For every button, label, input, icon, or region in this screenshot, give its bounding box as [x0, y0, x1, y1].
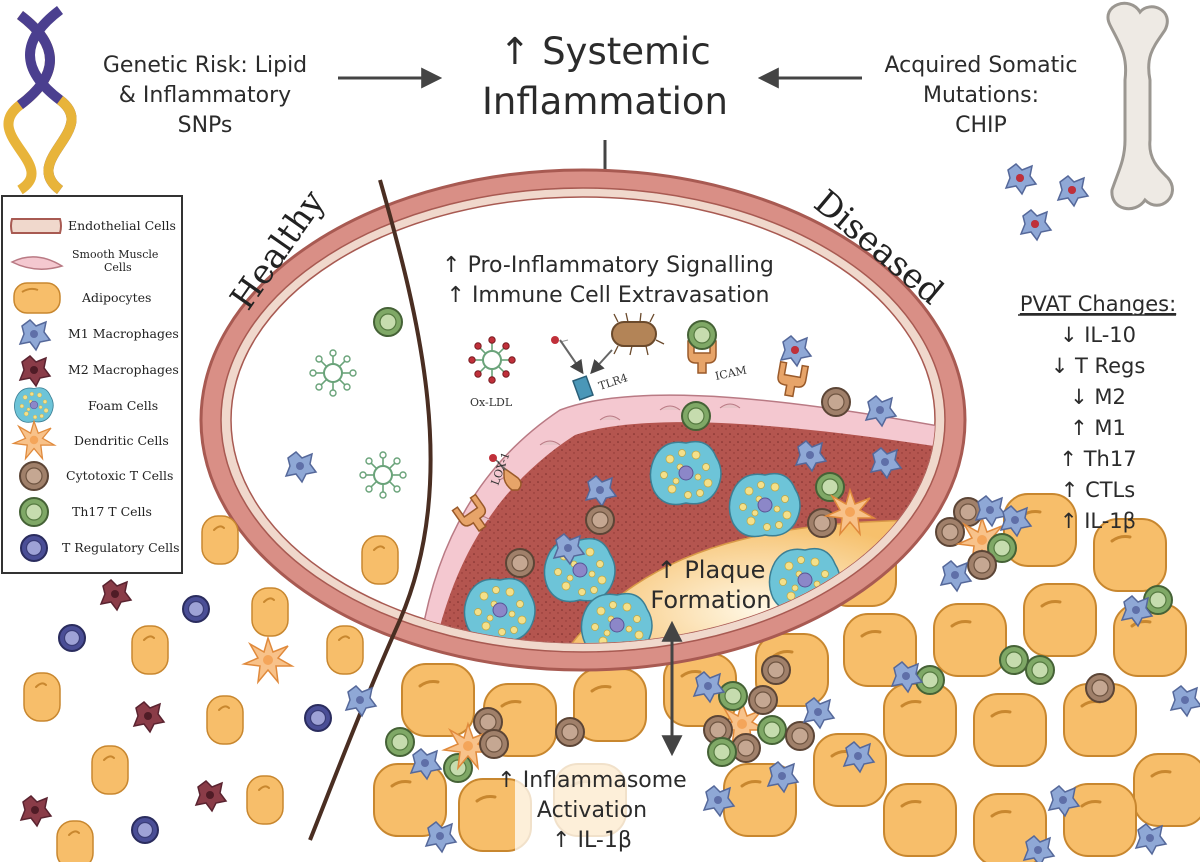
legend-item-label: T Regulatory Cells [62, 540, 180, 555]
bacterium-icon [611, 312, 665, 356]
pvat-item: ↑ CTLs [1061, 478, 1135, 502]
tlr4-receptor [572, 375, 594, 401]
pvat-item: ↑ Th17 [1059, 447, 1136, 471]
endothelial-cell-icon [10, 218, 62, 234]
pvat-title: PVAT Changes: [1020, 292, 1176, 316]
legend-item-label: M2 Macrophages [68, 362, 179, 377]
legend-item-label: M1 Macrophages [68, 326, 179, 341]
inflammasome-line1: ↑ Inflammasome [497, 768, 686, 793]
title-line1: ↑ Systemic [499, 30, 710, 73]
diseased-lumen-contents [451, 312, 851, 538]
dna-helix-icon [3, 6, 77, 195]
pvat-item: ↓ M2 [1070, 385, 1126, 409]
legend-item-label: Cytotoxic T Cells [66, 468, 173, 483]
somatic-line1: Acquired Somatic [884, 53, 1077, 78]
legend-item-label: Th17 T Cells [72, 504, 152, 519]
pvat-item: ↑ M1 [1070, 416, 1126, 440]
plaque-line1: ↑ Plaque [657, 556, 766, 584]
signalling-line2: ↑ Immune Cell Extravasation [447, 283, 770, 308]
legend-item-label: Adipocytes [81, 290, 151, 305]
legend-item-label: Dendritic Cells [74, 433, 169, 448]
legend-item-label: Foam Cells [88, 398, 158, 413]
somatic-line2: Mutations: [923, 83, 1039, 108]
foam-cell-icon [14, 387, 54, 423]
genetic-risk-line1: Genetic Risk: Lipid [103, 53, 307, 78]
genetic-risk-line2: & Inflammatory [119, 83, 291, 108]
somatic-line3: CHIP [955, 113, 1007, 138]
cytotoxic-t-cell-icon [19, 461, 49, 491]
bone-icon [1106, 1, 1174, 211]
pvat-item: ↓ T Regs [1051, 354, 1146, 378]
inflammasome-line2: Activation [537, 798, 647, 823]
pvat-item: ↑ IL-1β [1060, 509, 1136, 533]
pvat-item: ↓ IL-10 [1060, 323, 1136, 347]
legend-item-label: Endothelial Cells [68, 218, 176, 233]
th17-t-cell-icon [19, 497, 49, 527]
lox1-receptor [489, 454, 522, 491]
genetic-risk-line3: SNPs [178, 113, 233, 138]
legend-item-label: Smooth Muscle [72, 248, 158, 261]
title-line2: Inflammation [482, 80, 728, 123]
inflammasome-line3: ↑ IL-1β [552, 828, 632, 853]
healthy-diseased-divider [308, 179, 433, 841]
smooth-muscle-cell-icon [10, 256, 64, 270]
chip-macrophages [1005, 163, 1089, 241]
pvat-changes: PVAT Changes: ↓ IL-10 ↓ T Regs ↓ M2 ↑ M1… [1018, 292, 1176, 533]
legend: Endothelial Cells Smooth Muscle Cells Ad… [1, 195, 183, 574]
inflammasome-text-bg [515, 762, 680, 858]
adipocyte-icon [13, 282, 61, 314]
legend-item-label: Cells [104, 261, 132, 274]
plaque-line2: Formation [650, 586, 771, 614]
signalling-line1: ↑ Pro-Inflammatory Signalling [442, 253, 774, 278]
oxldl-label: Ox-LDL [470, 396, 513, 409]
t-regulatory-cell-icon [20, 534, 48, 562]
